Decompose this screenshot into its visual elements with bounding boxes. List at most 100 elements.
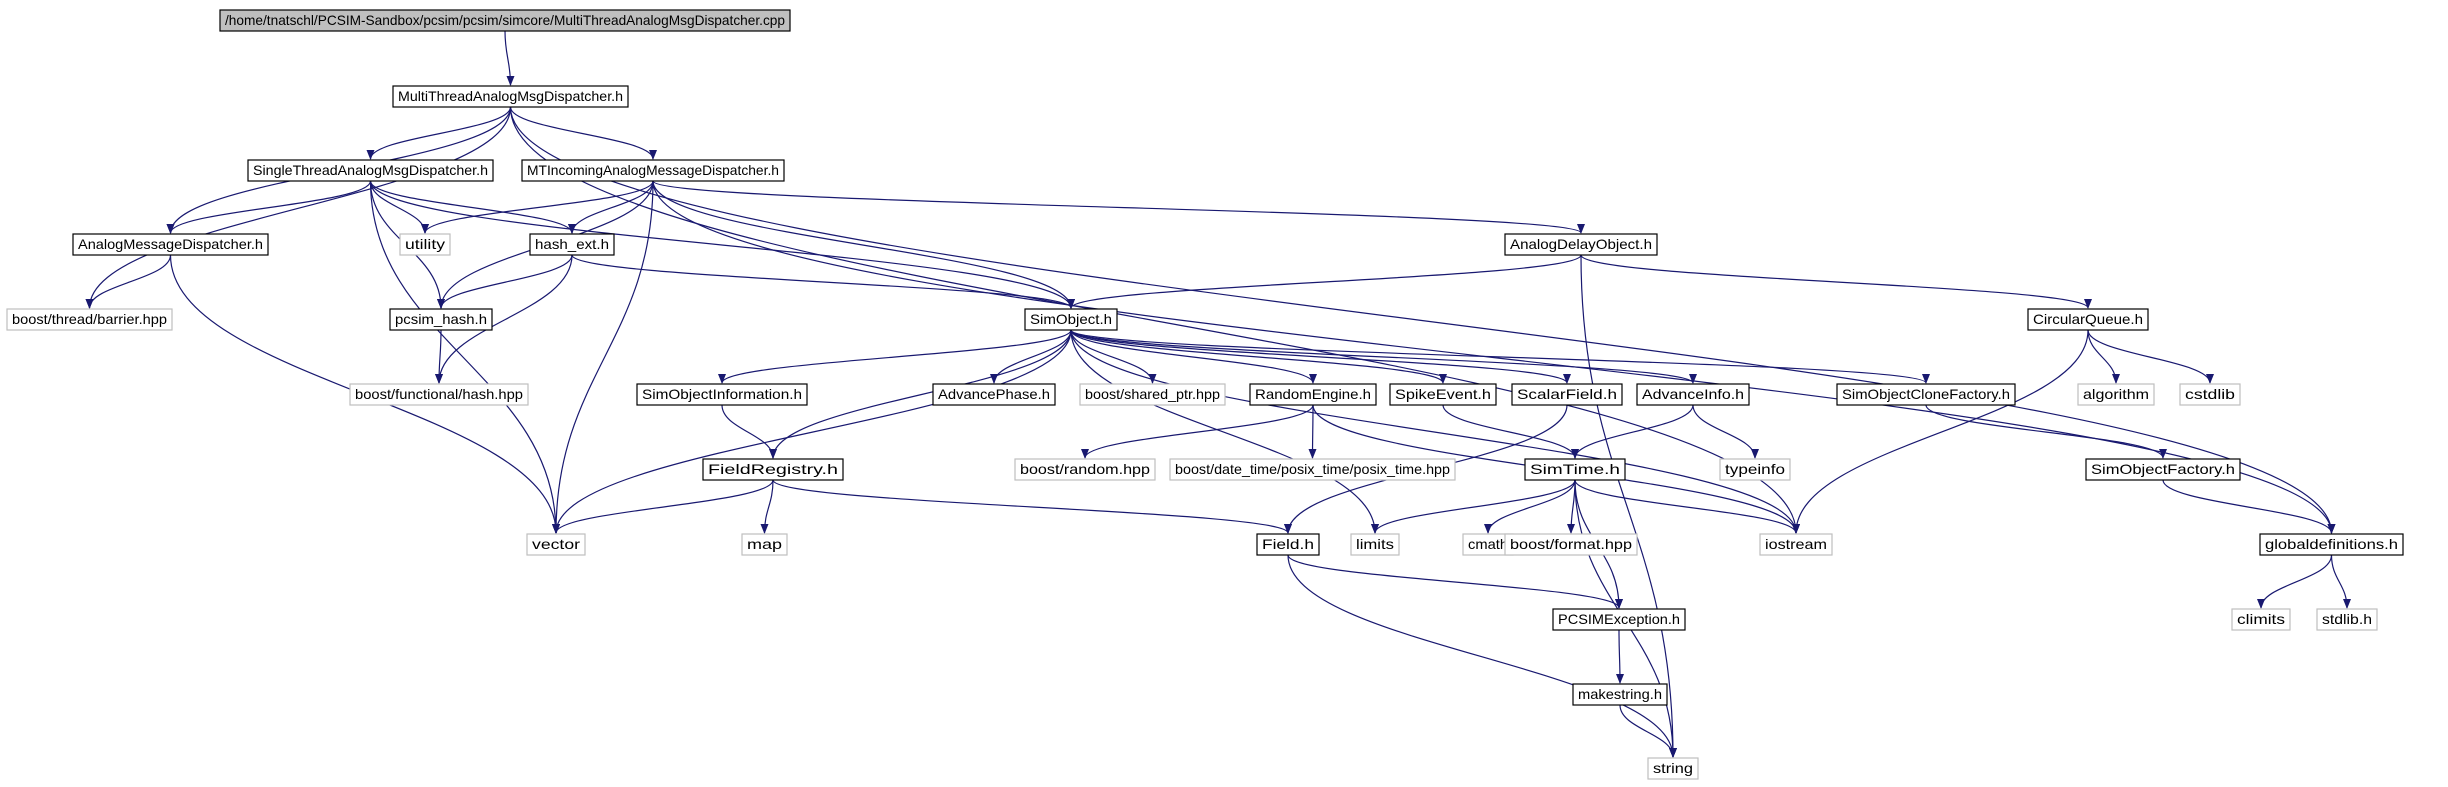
edge-stamd-to-simobject <box>369 180 1075 309</box>
node-label: boost/thread/barrier.hpp <box>12 311 167 327</box>
graph-node-fieldreg[interactable]: FieldRegistry.h <box>702 458 844 481</box>
node-label: AdvanceInfo.h <box>1642 386 1744 402</box>
node-box <box>636 383 808 406</box>
node-box <box>72 233 269 256</box>
graph-node-soclone[interactable]: SimObjectCloneFactory.h <box>1836 383 2016 406</box>
graph-node-advphase[interactable]: AdvancePhase.h <box>932 383 1056 406</box>
graph-node-cstdlib[interactable]: cstdlib <box>2179 383 2241 406</box>
node-box <box>2077 383 2155 406</box>
graph-node-climits[interactable]: climits <box>2231 608 2291 631</box>
node-label: Field.h <box>1262 536 1314 552</box>
node-label: vector <box>532 536 580 552</box>
node-label: ScalarField.h <box>1517 386 1617 402</box>
graph-node-stdlib[interactable]: stdlib.h <box>2316 608 2378 631</box>
graph-node-sofactory[interactable]: SimObjectFactory.h <box>2085 458 2241 481</box>
edge-hashext-to-funchash <box>435 254 573 384</box>
edge-mtamd-to-stamd <box>366 106 512 160</box>
graph-node-field[interactable]: Field.h <box>1256 533 1320 556</box>
graph-node-soinfo[interactable]: SimObjectInformation.h <box>636 383 808 406</box>
graph-node-vector[interactable]: vector <box>526 533 586 556</box>
graph-node-globaldefs[interactable]: globaldefinitions.h <box>2259 533 2404 556</box>
node-label: SpikeEvent.h <box>1395 386 1491 402</box>
graph-node-ado[interactable]: AnalogDelayObject.h <box>1504 233 1658 256</box>
edge-simobject-to-spike <box>1070 329 1447 384</box>
graph-node-amd[interactable]: AnalogMessageDispatcher.h <box>72 233 269 256</box>
graph-node-random[interactable]: boost/random.hpp <box>1014 458 1156 481</box>
edge-mtamd-to-mtiamd <box>509 106 657 160</box>
graph-node-cmath[interactable]: cmath <box>1462 533 1514 556</box>
graph-node-funchash[interactable]: boost/functional/hash.hpp <box>349 383 529 406</box>
node-box <box>702 458 844 481</box>
graph-node-circq[interactable]: CircularQueue.h <box>2027 308 2149 331</box>
edge-sofactory-to-globaldefs <box>2162 479 2336 534</box>
node-box <box>1504 233 1658 256</box>
node-label: boost/date_time/posix_time/posix_time.hp… <box>1175 461 1450 477</box>
node-label: boost/format.hpp <box>1510 536 1632 552</box>
graph-node-hashext[interactable]: hash_ext.h <box>529 233 615 256</box>
graph-node-format[interactable]: boost/format.hpp <box>1504 533 1638 556</box>
node-box <box>1572 683 1668 706</box>
node-box <box>2259 533 2404 556</box>
graph-node-sharedptr[interactable]: boost/shared_ptr.hpp <box>1079 383 1226 406</box>
node-box <box>1014 458 1156 481</box>
edge-simobject-to-vector <box>552 329 1072 534</box>
edge-ado-to-string <box>1580 254 1677 758</box>
edge-mtiamd-to-simobject <box>652 180 1075 309</box>
graph-node-pcsimhash[interactable]: pcsim_hash.h <box>389 308 493 331</box>
edge-makestring-to-string <box>1619 704 1677 758</box>
node-box <box>1249 383 1377 406</box>
node-box <box>392 85 629 108</box>
node-box <box>529 233 615 256</box>
graph-node-stamd[interactable]: SingleThreadAnalogMsgDispatcher.h <box>247 159 494 182</box>
graph-node-simtime[interactable]: SimTime.h <box>1524 458 1626 481</box>
graph-node-posix[interactable]: boost/date_time/posix_time/posix_time.hp… <box>1169 458 1456 481</box>
node-label: PCSIMException.h <box>1558 611 1680 627</box>
node-label: RandomEngine.h <box>1255 386 1371 402</box>
node-box <box>1504 533 1638 556</box>
graph-node-makestring[interactable]: makestring.h <box>1572 683 1668 706</box>
graph-node-utility[interactable]: utility <box>399 233 451 256</box>
node-label: utility <box>405 236 445 252</box>
graph-node-mtamd[interactable]: MultiThreadAnalogMsgDispatcher.h <box>392 85 629 108</box>
node-box <box>741 533 788 556</box>
graph-node-barrier[interactable]: boost/thread/barrier.hpp <box>6 308 173 331</box>
graph-node-pcsimexc[interactable]: PCSIMException.h <box>1552 608 1686 631</box>
edge-pcsimexc-to-makestring <box>1615 629 1624 684</box>
edge-mtiamd-to-vector <box>552 180 654 534</box>
graph-node-algorithm[interactable]: algorithm <box>2077 383 2155 406</box>
node-label: SimObjectInformation.h <box>642 386 802 402</box>
edge-circq-to-cstdlib <box>2087 329 2214 384</box>
node-label: FieldRegistry.h <box>708 461 838 477</box>
graph-node-iostream[interactable]: iostream <box>1759 533 1833 556</box>
node-box <box>2085 458 2241 481</box>
edge-field-to-string <box>1287 554 1677 758</box>
node-box <box>521 159 785 182</box>
node-box <box>932 383 1056 406</box>
graph-node-root[interactable]: /home/tnatschl/PCSIM-Sandbox/pcsim/pcsim… <box>219 9 791 32</box>
graph-node-scalar[interactable]: ScalarField.h <box>1511 383 1623 406</box>
edge-simobject-to-advphase <box>990 329 1072 384</box>
node-label: boost/random.hpp <box>1020 461 1150 477</box>
node-label: pcsim_hash.h <box>395 311 487 327</box>
node-label: stdlib.h <box>2322 611 2372 627</box>
node-label: string <box>1653 760 1693 776</box>
graph-node-typeinfo[interactable]: typeinfo <box>1719 458 1791 481</box>
graph-node-map[interactable]: map <box>741 533 788 556</box>
graph-node-mtiamd[interactable]: MTIncomingAnalogMessageDispatcher.h <box>521 159 785 182</box>
graph-node-limits[interactable]: limits <box>1350 533 1400 556</box>
edge-stamd-to-hashext <box>369 180 576 234</box>
graph-node-simobject[interactable]: SimObject.h <box>1024 308 1118 331</box>
edge-root-to-mtamd <box>504 30 515 86</box>
edge-stamd-to-vector <box>369 180 560 534</box>
edge-simobject-to-soclone <box>1070 329 1930 384</box>
graph-node-advinfo[interactable]: AdvanceInfo.h <box>1636 383 1750 406</box>
graph-node-spike[interactable]: SpikeEvent.h <box>1389 383 1497 406</box>
edge-amd-to-barrier <box>85 254 172 309</box>
graph-node-string[interactable]: string <box>1647 757 1699 780</box>
graph-node-randeng[interactable]: RandomEngine.h <box>1249 383 1377 406</box>
edge-simobject-to-iostream <box>1070 329 1800 534</box>
edge-mtamd-to-globaldefs <box>509 106 2336 534</box>
edge-mtiamd-to-hashext <box>568 180 654 234</box>
node-label: SimObjectCloneFactory.h <box>1842 386 2010 402</box>
node-box <box>1647 757 1699 780</box>
